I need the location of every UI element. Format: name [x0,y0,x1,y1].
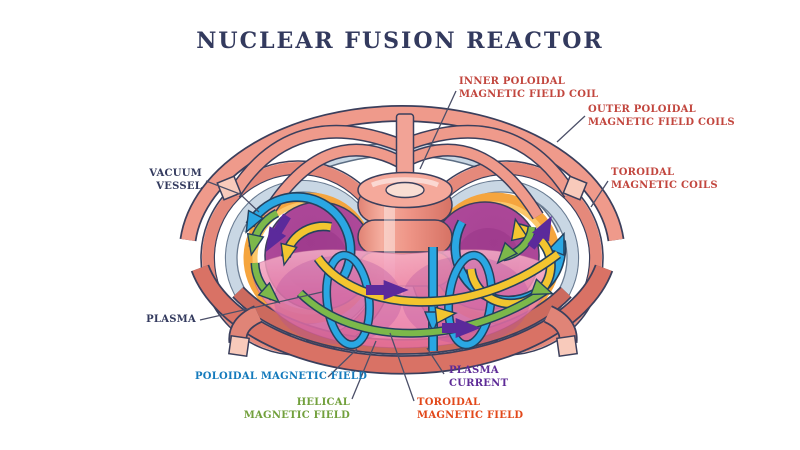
label-outer-poloidal-coils: OUTER POLOIDAL MAGNETIC FIELD COILS [588,104,735,129]
label-toroidal-magnetic-coils: TOROIDAL MAGNETIC COILS [611,167,718,192]
label-poloidal-magnetic-field: POLOIDAL MAGNETIC FIELD [195,371,368,382]
label-vacuum-vessel: VACUUM VESSEL [149,168,202,193]
label-plasma: PLASMA [146,314,196,325]
label-inner-poloidal-coil: INNER POLOIDAL MAGNETIC FIELD COIL [459,76,599,101]
coil-stub-left [227,305,263,358]
leader-inner-poloidal [419,90,457,170]
leader-plasma [199,291,323,321]
label-toroidal-magnetic-field: TOROIDAL MAGNETIC FIELD [417,397,524,422]
leader-outer-poloidal [556,115,586,143]
leader-helical-field [351,340,377,400]
label-helical-magnetic-field: HELICAL MAGNETIC FIELD [243,397,350,422]
helical-field-arrows [242,208,556,338]
coil-cut-end [562,175,588,201]
toroidal-coil-arcs [216,124,588,220]
leader-plasma-current [426,347,445,375]
label-plasma-current: PLASMA CURRENT [449,365,509,390]
leader-lines [199,90,609,402]
leader-toroidal-field [389,332,415,402]
leader-toroidal-coils [590,180,609,208]
leader-vacuum-vessel [205,180,260,213]
leader-poloidal-field [327,348,358,378]
page-title: NUCLEAR FUSION REACTOR [196,28,604,54]
coil-stub-right [543,305,579,358]
coil-cut-end [216,175,242,201]
solenoid-bore [385,181,425,199]
plasma-current-arrows [258,212,560,338]
